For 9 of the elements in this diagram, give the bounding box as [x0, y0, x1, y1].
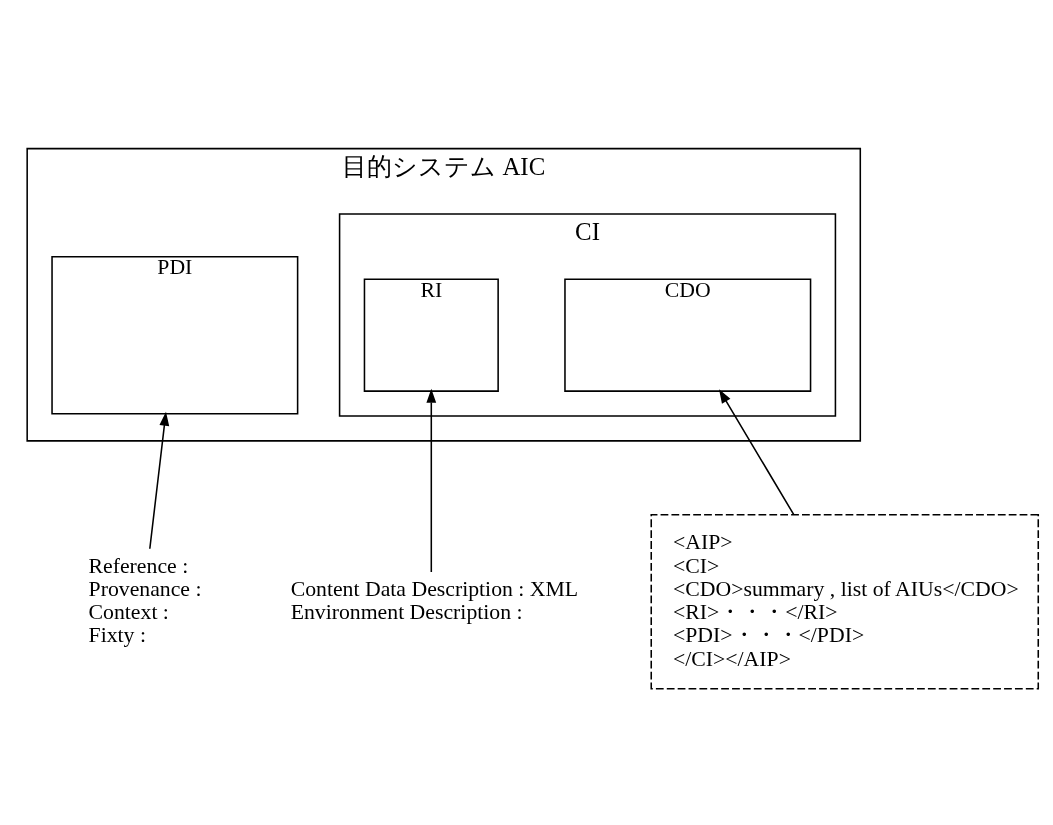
node-box: RI: [363, 278, 499, 392]
node-box: CDO: [564, 278, 812, 392]
node-text: Reference : Provenance : Context : Fixty :: [88, 553, 202, 648]
node-box: PDI: [51, 255, 299, 415]
node-box: <AIP> <CI> <CDO>summary , list of AIUs</CDO> <RI>・・・</RI> <PDI>・・・</PDI> </CI></AIP>: [650, 513, 1040, 690]
node-text: Content Data Description : XML Environment Description :: [290, 576, 579, 625]
arrow: [426, 388, 437, 573]
arrow: [149, 411, 170, 550]
arrow: [719, 389, 795, 516]
